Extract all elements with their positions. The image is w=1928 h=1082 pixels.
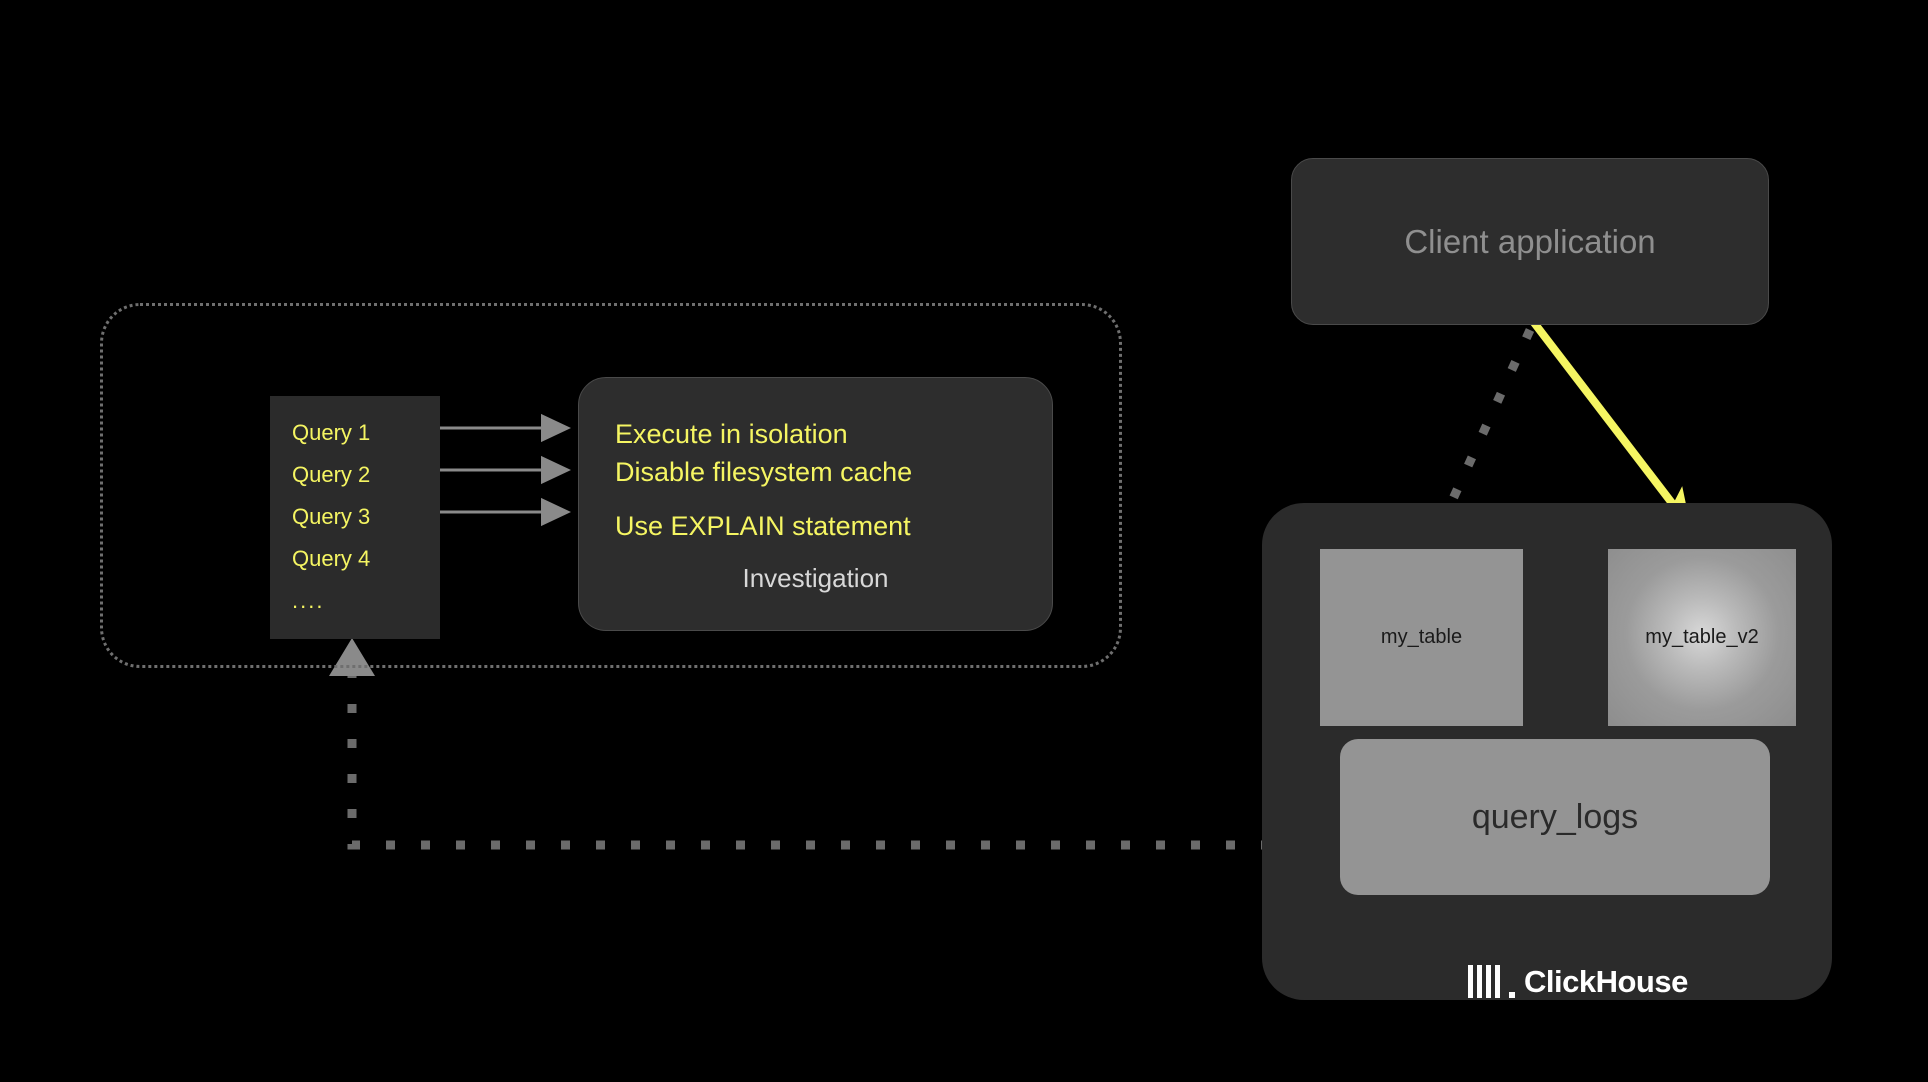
list-item[interactable]: Query 1 xyxy=(292,420,371,445)
clickhouse-wordmark: ClickHouse xyxy=(1524,963,1688,999)
client-application-node: Client application xyxy=(1291,158,1769,325)
table-node-my-table-v2[interactable]: my_table_v2 xyxy=(1608,549,1796,726)
query-logs-node[interactable]: query_logs xyxy=(1340,739,1770,895)
list-item-more: .... xyxy=(292,588,325,613)
list-item[interactable]: Query 4 xyxy=(292,546,371,571)
analysis-region xyxy=(100,303,1122,668)
clickhouse-logo: ClickHouse xyxy=(1468,963,1688,999)
client-to-my-table-v2-arrow xyxy=(1528,317,1692,528)
query-logs-label: query_logs xyxy=(1471,797,1639,836)
clickhouse-dot-icon xyxy=(1509,992,1515,998)
list-item[interactable]: Query 2 xyxy=(292,462,371,487)
list-item[interactable]: Query 3 xyxy=(292,504,371,529)
client-application-label: Client application xyxy=(1404,222,1656,260)
investigation-caption: Investigation xyxy=(742,563,889,593)
investigation-panel: Execute in isolation Disable filesystem … xyxy=(578,377,1053,631)
investigation-step-3: Use EXPLAIN statement xyxy=(615,511,911,541)
table-node-label: my_table_v2 xyxy=(1645,626,1759,648)
clickhouse-bars-icon xyxy=(1468,964,1500,998)
table-node-my-table[interactable]: my_table xyxy=(1320,549,1523,726)
query-logs-feedback-path xyxy=(329,638,1340,850)
investigation-step-1: Execute in isolation xyxy=(615,419,848,449)
query-list-panel: Query 1 Query 2 Query 3 Query 4 .... xyxy=(270,396,440,639)
investigation-step-2: Disable filesystem cache xyxy=(615,457,913,487)
table-node-label: my_table xyxy=(1380,626,1463,648)
